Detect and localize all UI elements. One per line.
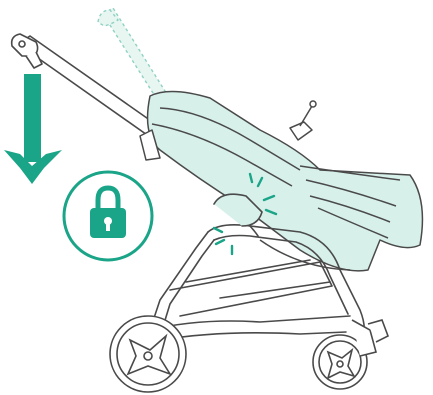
front-wheel	[313, 320, 388, 389]
padlock-icon	[64, 172, 152, 260]
rear-wheel	[110, 316, 186, 392]
down-arrow-icon	[4, 74, 62, 184]
seat-unit	[140, 91, 422, 270]
